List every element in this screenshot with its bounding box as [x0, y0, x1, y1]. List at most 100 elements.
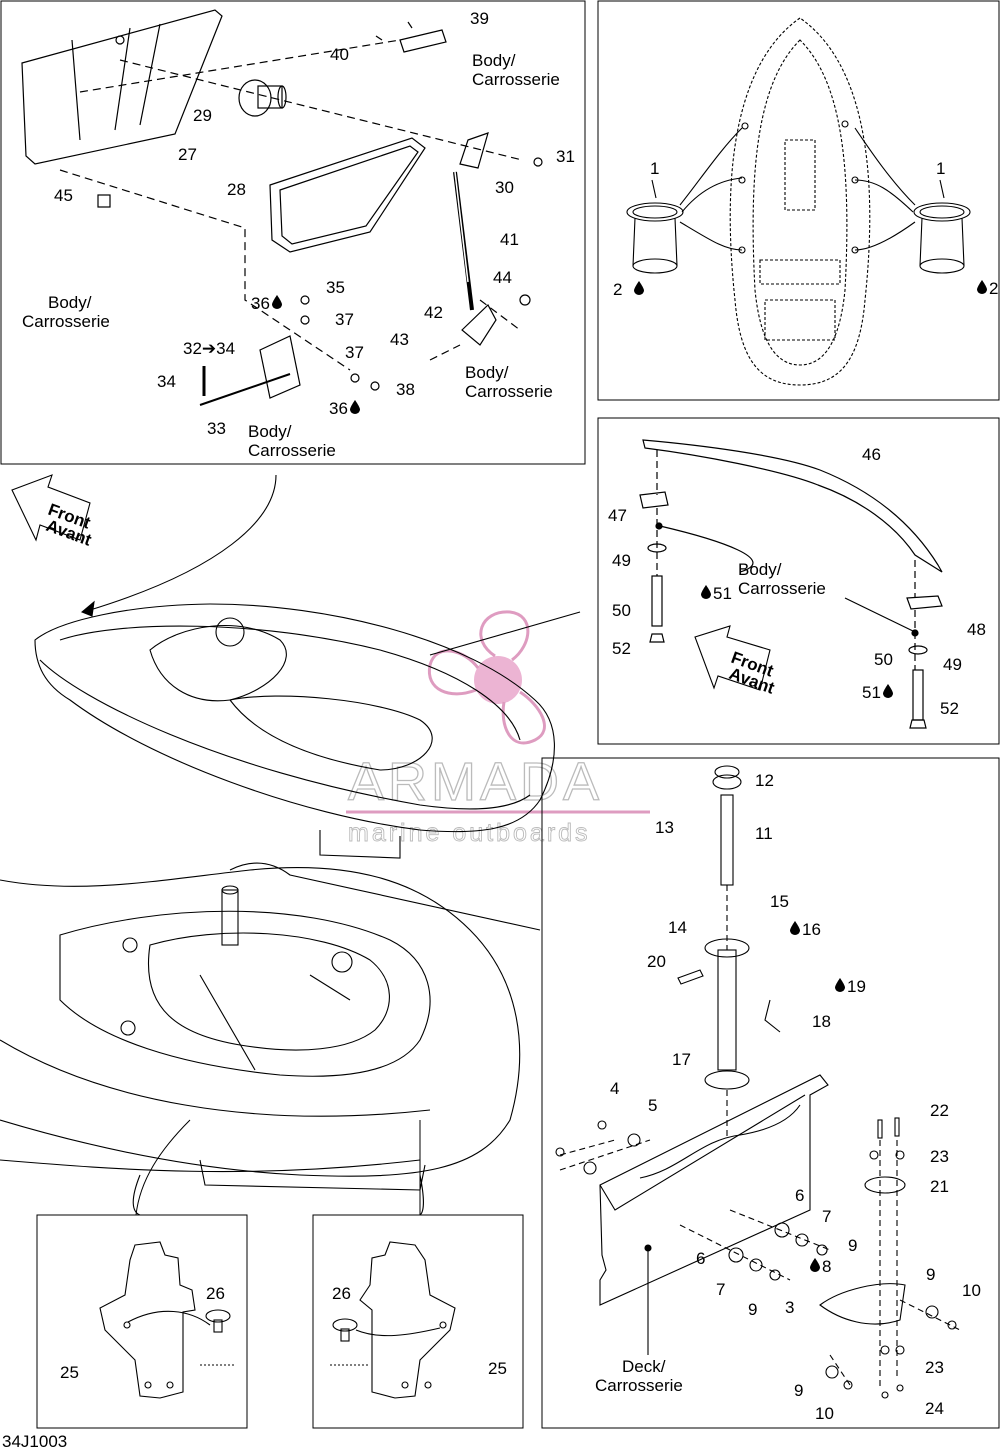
body-label-c2: Carrosserie: [465, 382, 553, 401]
panel-cupholders: [597, 0, 1000, 401]
cupholder-left: [626, 202, 684, 274]
panel-steering-post: [541, 757, 1000, 1429]
part-number-28: 28: [227, 180, 246, 199]
part-number-50: 50: [874, 650, 893, 669]
part-number-4: 4: [610, 1079, 619, 1098]
sealant-drop-icon: [810, 1258, 820, 1272]
part-number-6: 6: [696, 1249, 705, 1268]
sealant-drop-icon: [883, 684, 893, 698]
part-number-26: 26: [332, 1284, 351, 1303]
part-number-48: 48: [967, 620, 986, 639]
part-number-5: 5: [648, 1096, 657, 1115]
part-number-31: 31: [556, 147, 575, 166]
part-number-19: 19: [847, 977, 866, 996]
part-number-6: 6: [795, 1186, 804, 1205]
part-number-2: 2: [989, 279, 998, 298]
steering-post-assembly: [555, 765, 961, 1399]
part-number-9: 9: [748, 1300, 757, 1319]
cover-detail-left: [99, 1241, 235, 1399]
part-number-37: 37: [335, 310, 354, 329]
bracket-48: [906, 595, 943, 610]
cupholder-right: [913, 202, 971, 274]
part-number-49: 49: [943, 655, 962, 674]
sealant-drop-icon: [701, 585, 711, 599]
part-number-26: 26: [206, 1284, 225, 1303]
body-label-e2: Carrosserie: [738, 579, 826, 598]
part-number-10: 10: [815, 1404, 834, 1423]
tow-bar-assembly: [639, 439, 943, 729]
body-label-d2: Carrosserie: [248, 441, 336, 460]
sealant-drop-icon: [977, 280, 987, 294]
bracket-42: [461, 304, 497, 346]
part-number-23: 23: [925, 1358, 944, 1377]
panel-detail-right: [312, 1214, 524, 1429]
part-number-42: 42: [424, 303, 443, 322]
part-number-52: 52: [940, 699, 959, 718]
part-number-51: 51: [862, 683, 881, 702]
body-label-c1: Body/: [465, 363, 509, 382]
body-label-d1: Body/: [248, 422, 292, 441]
part-number-7: 7: [822, 1207, 831, 1226]
part-number-27: 27: [178, 145, 197, 164]
body-label-e1: Body/: [738, 560, 782, 579]
part-number-8: 8: [822, 1257, 831, 1276]
body-label-b1: Body/: [48, 293, 92, 312]
part-number-18: 18: [812, 1012, 831, 1031]
part-number-2: 2: [613, 280, 622, 299]
part-number-10: 10: [962, 1281, 981, 1300]
part-number-45: 45: [54, 186, 73, 205]
part-number-25: 25: [60, 1363, 79, 1382]
deck-plate: [599, 1074, 829, 1306]
part-number-29: 29: [193, 106, 212, 125]
part-number-9: 9: [794, 1381, 803, 1400]
part-number-47: 47: [608, 506, 627, 525]
part-number-15: 15: [770, 892, 789, 911]
door-panel: [21, 9, 223, 165]
latch-plate-39: [399, 29, 447, 53]
part-number-43: 43: [390, 330, 409, 349]
part-number-35: 35: [326, 278, 345, 297]
part-number-50: 50: [612, 601, 631, 620]
body-label-group: Body/ Carrosserie Body/ Carrosserie Body…: [22, 51, 826, 1395]
part-number-30: 30: [495, 178, 514, 197]
part-number-49: 49: [612, 551, 631, 570]
front-direction-arrow-icon: [11, 474, 771, 691]
part-number-13: 13: [655, 818, 674, 837]
door-gasket: [269, 137, 426, 253]
body-label-a2: Carrosserie: [472, 70, 560, 89]
part-number-44: 44: [493, 268, 512, 287]
part-number-36: 36: [329, 399, 348, 418]
sealant-drop-icon: [272, 295, 282, 309]
part-number-12: 12: [755, 771, 774, 790]
part-number-37: 37: [345, 343, 364, 362]
part-number-38: 38: [396, 380, 415, 399]
boat-overview: [34, 474, 581, 859]
propeller-logo-icon: [427, 610, 546, 745]
part-number-46: 46: [862, 445, 881, 464]
part-number-9: 9: [926, 1265, 935, 1284]
part-number-7: 7: [716, 1280, 725, 1299]
part-number-51: 51: [713, 584, 732, 603]
part-number-33: 33: [207, 419, 226, 438]
tow-bar-46: [642, 439, 943, 573]
part-number-16: 16: [802, 920, 821, 939]
panel-glovebox-door: [0, 0, 586, 465]
sealant-drop-icon: [350, 400, 360, 414]
cover-detail-right: [330, 1241, 456, 1399]
part-number-23: 23: [930, 1147, 949, 1166]
part-number-40: 40: [330, 45, 349, 64]
detail-callout-lines: [135, 1119, 421, 1216]
body-label-a1: Body/: [472, 51, 516, 70]
body-label-b2: Carrosserie: [22, 312, 110, 331]
part-number-3: 3: [785, 1298, 794, 1317]
pin-20: [677, 969, 704, 985]
sealant-drop-icon: [835, 978, 845, 992]
part-number-36: 36: [251, 294, 270, 313]
cupholder-assembly: [626, 17, 971, 386]
part-number-25: 25: [488, 1359, 507, 1378]
part-number-1: 1: [650, 159, 659, 178]
watermark: ARMADA marine outboards: [346, 610, 650, 847]
